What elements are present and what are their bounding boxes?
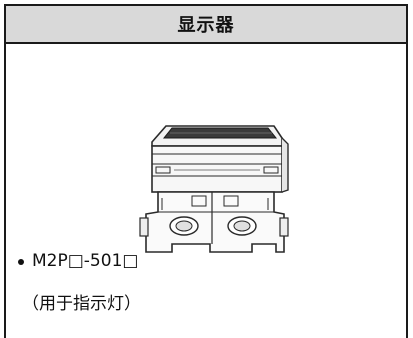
section-header: 显示器	[6, 6, 406, 44]
bullet-icon	[18, 259, 24, 265]
indicator-module-illustration-icon	[132, 124, 290, 260]
usage-note: （用于指示灯）	[22, 294, 141, 314]
model-number: M2P□-501□	[32, 251, 139, 271]
model-list-item: M2P□-501□	[18, 250, 138, 272]
section-title: 显示器	[177, 15, 235, 36]
display-section: 显示器	[4, 4, 408, 338]
